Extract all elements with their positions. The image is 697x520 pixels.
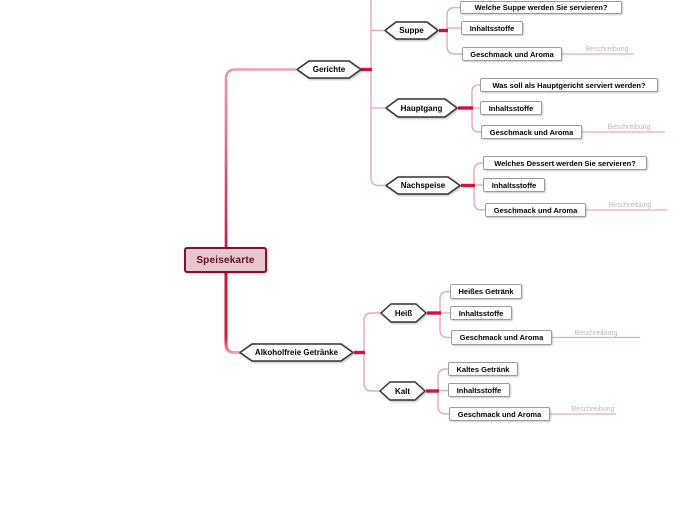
- node-hauptgang-beschreibung[interactable]: Beschreibung: [607, 124, 651, 131]
- hexagon-shape: [379, 381, 426, 401]
- node-suppe-geschmack-und-aroma[interactable]: Geschmack und Aroma: [462, 47, 562, 61]
- node-suppe-beschreibung[interactable]: Beschreibung: [585, 46, 629, 53]
- node-alkoholfreie-getraenke-label: Alkoholfreie Getränke: [254, 348, 339, 357]
- node-gerichte-label: Gerichte: [312, 65, 346, 74]
- hexagon-shape: [380, 303, 427, 323]
- node-nachspeise-question[interactable]: Welches Dessert werden Sie servieren?: [483, 156, 647, 170]
- node-heiss[interactable]: Heiß: [380, 303, 427, 323]
- node-kalt-label: Kalt: [394, 386, 411, 396]
- node-kalt-geschmack-und-aroma[interactable]: Geschmack und Aroma: [449, 407, 550, 421]
- node-nachspeise-beschreibung[interactable]: Beschreibung: [608, 202, 652, 209]
- node-hauptgang-question[interactable]: Was soll als Hauptgericht serviert werde…: [480, 78, 658, 92]
- node-heiss-inhaltsstoffe[interactable]: Inhaltsstoffe: [450, 306, 512, 320]
- hexagon-shape: [384, 21, 439, 40]
- hexagon-shape: [239, 343, 354, 362]
- node-heiss-label: Heiß: [394, 308, 413, 318]
- node-suppe[interactable]: Suppe: [384, 21, 439, 40]
- node-kalt[interactable]: Kalt: [379, 381, 426, 401]
- node-hauptgang-inhaltsstoffe[interactable]: Inhaltsstoffe: [480, 101, 542, 115]
- node-kalt-inhaltsstoffe[interactable]: Inhaltsstoffe: [448, 383, 510, 397]
- hexagon-shape: [385, 98, 458, 118]
- node-hauptgang-label: Hauptgang: [400, 103, 443, 113]
- node-heiss-beschreibung[interactable]: Beschreibung: [574, 330, 618, 337]
- node-alkoholfreie-getraenke[interactable]: Alkoholfreie Getränke: [239, 343, 354, 362]
- node-gerichte[interactable]: Gerichte: [296, 60, 362, 79]
- node-suppe-question[interactable]: Welche Suppe werden Sie servieren?: [460, 1, 622, 14]
- node-kalt-beschreibung[interactable]: Beschreibung: [571, 406, 615, 413]
- node-kalt-getraenk[interactable]: Kaltes Getränk: [448, 362, 518, 376]
- node-hauptgang-geschmack-und-aroma[interactable]: Geschmack und Aroma: [481, 125, 582, 139]
- hexagon-shape: [296, 60, 362, 79]
- node-nachspeise[interactable]: Nachspeise: [385, 176, 461, 195]
- node-heiss-geschmack-und-aroma[interactable]: Geschmack und Aroma: [451, 330, 552, 345]
- node-nachspeise-geschmack-und-aroma[interactable]: Geschmack und Aroma: [485, 203, 586, 217]
- node-suppe-inhaltsstoffe[interactable]: Inhaltsstoffe: [461, 21, 523, 35]
- node-nachspeise-label: Nachspeise: [400, 181, 446, 190]
- node-heiss-getraenk[interactable]: Heißes Getränk: [450, 284, 522, 299]
- node-nachspeise-inhaltsstoffe[interactable]: Inhaltsstoffe: [483, 178, 545, 192]
- node-suppe-label: Suppe: [399, 26, 424, 35]
- node-speisekarte-label: Speisekarte: [196, 254, 255, 266]
- hexagon-shape: [385, 176, 461, 195]
- node-speisekarte[interactable]: Speisekarte: [184, 247, 267, 273]
- node-hauptgang[interactable]: Hauptgang: [385, 98, 458, 118]
